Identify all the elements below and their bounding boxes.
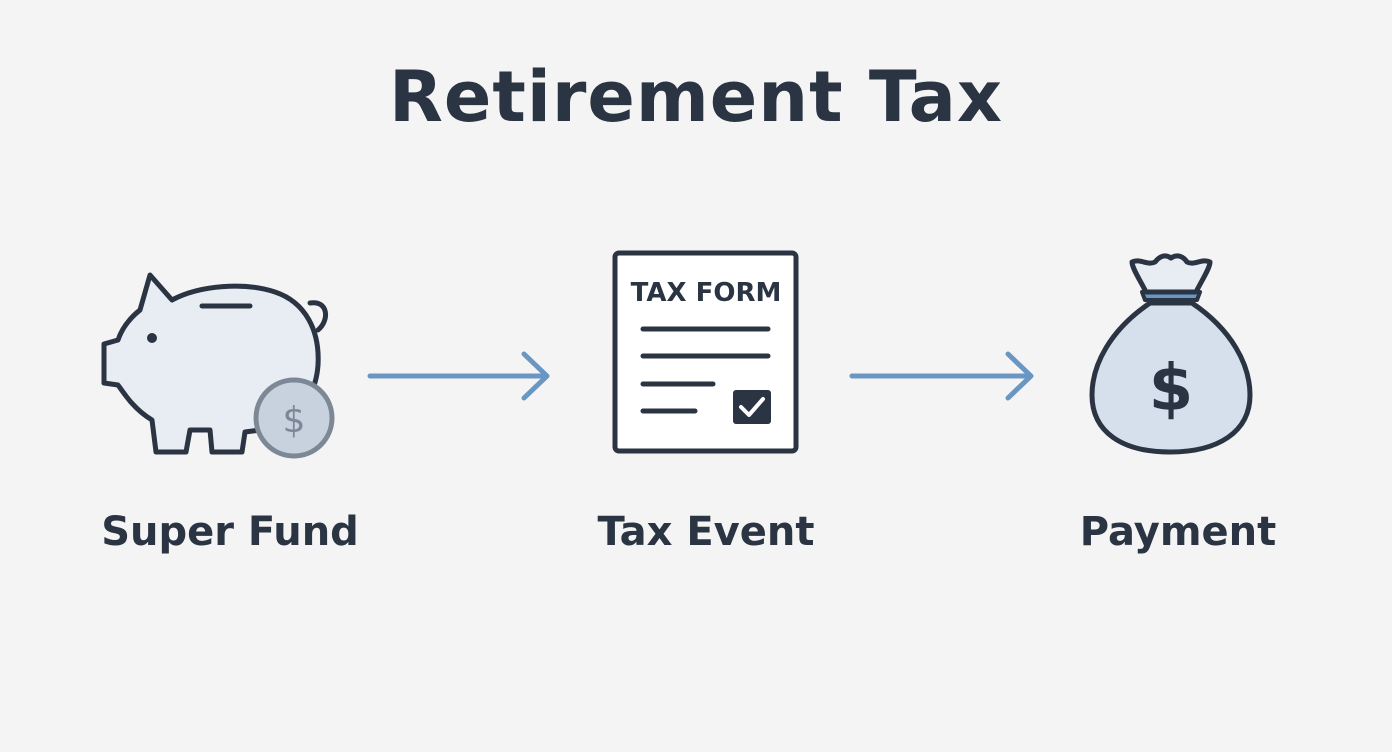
tax-form-heading: TAX FORM xyxy=(631,278,782,308)
checkbox-checked-icon xyxy=(733,390,771,424)
tax-form-icon: TAX FORM xyxy=(612,250,799,454)
bag-currency-symbol: $ xyxy=(1149,352,1194,426)
step-label-super-fund: Super Fund xyxy=(101,509,359,555)
step-label-tax-event: Tax Event xyxy=(597,509,815,555)
coin-currency-symbol: $ xyxy=(283,400,306,441)
arrow-right-icon xyxy=(849,351,1034,401)
step-label-payment: Payment xyxy=(1079,509,1277,555)
piggy-bank-with-coin-icon: $ xyxy=(101,272,335,459)
money-bag-icon: $ xyxy=(1089,253,1253,455)
arrow-right-icon xyxy=(367,351,550,401)
diagram-title: Retirement Tax xyxy=(388,56,1004,138)
coin-icon: $ xyxy=(253,377,335,459)
